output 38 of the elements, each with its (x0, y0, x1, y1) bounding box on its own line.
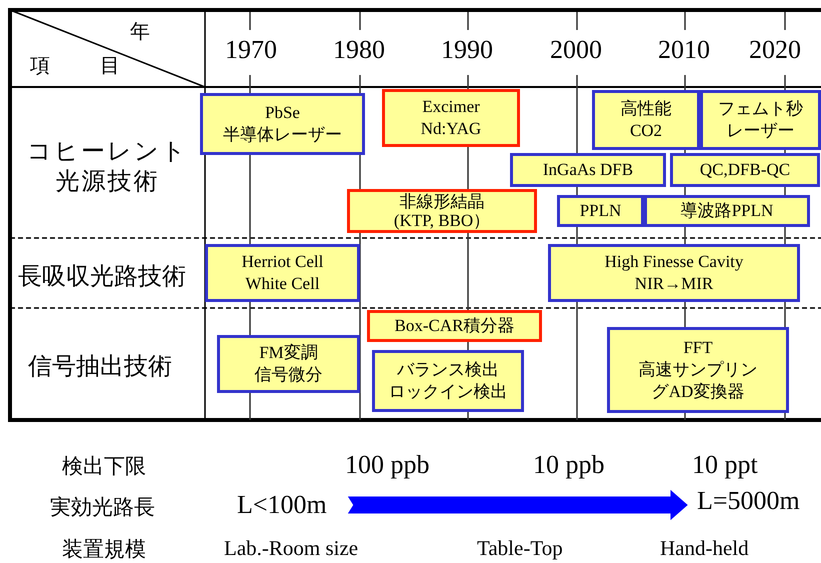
scale-value: Table-Top (477, 536, 563, 561)
technology-box: 導波路PPLN (644, 195, 810, 227)
technology-box: InGaAs DFB (510, 153, 666, 187)
technology-box: High Finesse Cavity NIR→MIR (548, 244, 800, 302)
technology-box: 高性能 CO2 (592, 90, 700, 150)
row-header: コヒーレント光源技術 (26, 138, 189, 197)
technology-box: PbSe 半導体レーザー (200, 93, 365, 155)
technology-box: バランス検出ロックイン検出 (372, 350, 524, 412)
technology-box: Herriot Cell White Cell (205, 244, 360, 302)
item-header: 項目 (30, 54, 170, 79)
year-label: 2020 (749, 35, 801, 65)
path-length-value: L=5000m (697, 486, 800, 516)
technology-box: 非線形結晶 (KTP, BBO） (347, 189, 537, 233)
scale-value: Hand-held (660, 536, 749, 561)
year-label: 2000 (550, 35, 602, 65)
detection-limit-value: 10 ppb (533, 450, 604, 480)
technology-box: FM変調信号微分 (217, 335, 360, 393)
detection-limit-value: 100 ppb (345, 450, 430, 480)
technology-box: Excimer Nd:YAG (382, 89, 520, 147)
path-length-value: L<100m (237, 490, 327, 520)
row-label: 実効光路長 (50, 494, 155, 521)
detection-limit-value: 10 ppt (692, 450, 758, 480)
progress-arrow (348, 490, 688, 520)
row-label: 検出下限 (62, 453, 146, 480)
row-header: 長吸収光路技術 (18, 263, 186, 292)
technology-box: QC,DFB-QC (670, 153, 820, 187)
year-header: 年 (130, 20, 150, 45)
technology-box: PPLN (557, 195, 644, 227)
scale-value: Lab.-Room size (224, 536, 358, 561)
year-label: 1970 (225, 35, 277, 65)
year-label: 1980 (333, 35, 385, 65)
technology-box: Box-CAR積分器 (367, 310, 542, 342)
year-label: 2010 (658, 35, 710, 65)
technology-box: フェムト秒レーザー (700, 90, 821, 150)
row-label: 装置規模 (62, 536, 146, 563)
technology-box: FFT 高速サンプリングAD変換器 (607, 327, 789, 413)
row-header: 信号抽出技術 (28, 353, 172, 382)
year-label: 1990 (441, 35, 493, 65)
